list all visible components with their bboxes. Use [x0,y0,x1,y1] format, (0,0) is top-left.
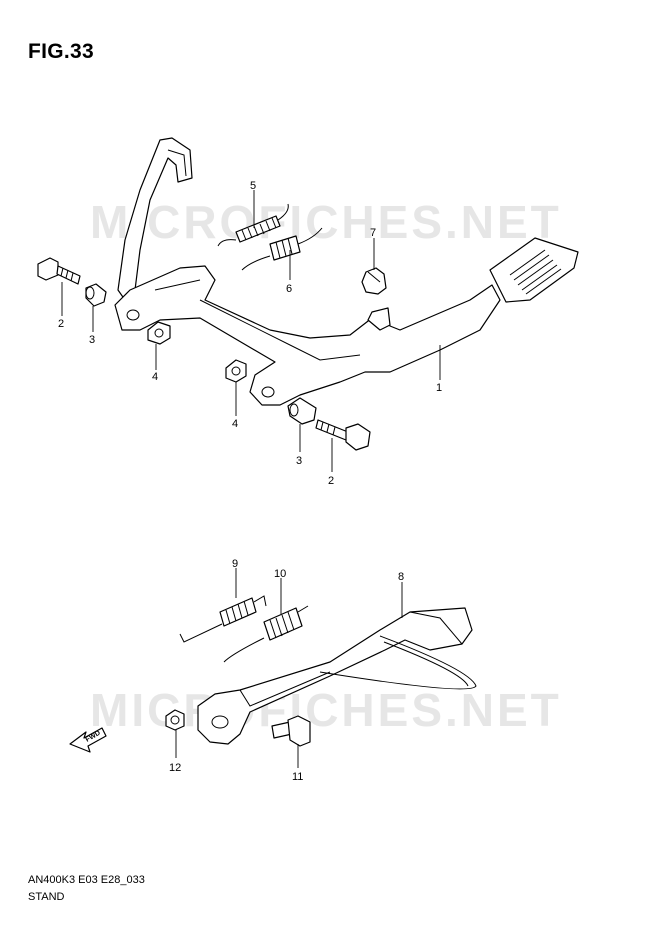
collar-part [287,397,317,425]
callout-12: 12 [169,762,181,774]
spring-part [217,203,289,247]
collar-part [85,283,107,307]
callout-7: 7 [370,227,376,239]
callout-2: 2 [58,318,64,330]
callout-6: 6 [286,283,292,295]
callout-11: 11 [292,771,303,783]
spring-part [241,227,323,271]
nut-part [165,709,185,731]
leader-lines [61,190,441,768]
bolt-part [37,257,81,285]
callout-8: 8 [398,571,404,583]
pivot-bolt-part [271,715,311,747]
figure-name: STAND [28,891,65,903]
callout-4: 4 [232,418,238,430]
callout-5: 5 [250,180,256,192]
spring-part [179,595,267,643]
figure-title: FIG.33 [28,40,94,63]
rubber-stopper-part [361,267,387,295]
center-stand-part [114,137,579,406]
callout-9: 9 [232,558,238,570]
bolt-part [315,419,371,451]
callout-4: 4 [152,371,158,383]
callout-3: 3 [89,334,95,346]
watermark-bottom: MICROFICHES.NET [90,684,562,736]
spring-part [223,605,309,663]
side-stand-part [197,607,477,745]
watermark-top: MICROFICHES.NET [90,196,562,248]
callout-2: 2 [328,475,334,487]
callout-10: 10 [274,568,286,580]
nut-part [147,321,171,345]
forward-arrow-icon: FWD [69,727,107,753]
callout-3: 3 [296,455,302,467]
figure-code: AN400K3 E03 E28_033 [28,874,145,886]
callout-1: 1 [436,382,442,394]
nut-part [225,359,247,383]
